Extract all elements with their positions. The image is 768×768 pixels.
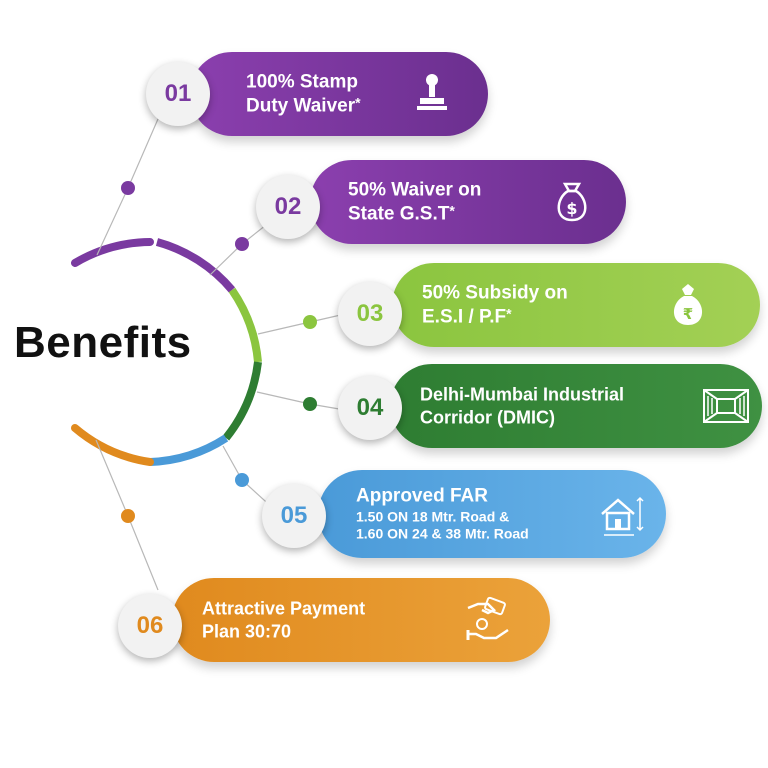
benefit-number-04: 04 [338, 376, 402, 440]
benefit-text-04: Delhi-Mumbai Industrial Corridor (DMIC) [420, 384, 624, 429]
benefit-number-text: 03 [356, 300, 384, 327]
connector-dot-3 [303, 315, 317, 329]
benefit-line2: Plan 30:70 [202, 621, 292, 641]
benefit-number-06: 06 [118, 594, 182, 658]
benefit-number-02: 02 [256, 175, 320, 239]
rupee-bag-icon: ₹ [673, 284, 703, 325]
benefit-pill-05: Approved FAR 1.50 ON 18 Mtr. Road & 1.60… [318, 470, 666, 558]
benefit-number-text: 01 [164, 80, 192, 107]
benefit-number-01: 01 [146, 62, 210, 126]
asterisk-mark: * [506, 305, 512, 321]
benefit-number-text: 02 [274, 193, 302, 220]
benefit-pill-03: 50% Subsidy on E.S.I / P.F* ₹ [392, 263, 760, 347]
benefit-number-text: 05 [280, 502, 308, 529]
benefit-text-05: Approved FAR 1.50 ON 18 Mtr. Road & 1.60… [356, 485, 529, 544]
connector-dot-6 [121, 509, 135, 523]
corridor-icon [703, 389, 749, 423]
benefit-line1: Delhi-Mumbai Industrial [420, 384, 625, 405]
benefit-text-02: 50% Waiver on State G.S.T* [348, 178, 481, 226]
asterisk-mark: * [355, 94, 361, 110]
benefit-pill-06: Attractive Payment Plan 30:70 [172, 578, 550, 662]
benefit-line1: 50% Subsidy on [422, 282, 568, 304]
benefit-line1: 50% Waiver on [348, 179, 482, 201]
benefit-text-03: 50% Subsidy on E.S.I / P.F* [422, 281, 568, 329]
benefit-pill-01: 100% Stamp Duty Waiver* [190, 52, 488, 136]
benefit-line2: E.S.I / P.F [422, 306, 507, 327]
money-bag-icon: $ [557, 182, 587, 222]
benefits-title: Benefits [14, 318, 192, 367]
benefit-line2: 1.50 ON 18 Mtr. Road & [356, 508, 510, 525]
benefit-number-text: 06 [136, 612, 164, 639]
ring-arc-blue [149, 434, 229, 466]
ring-arc-orange [71, 424, 154, 466]
house-icon [601, 496, 644, 536]
handshake-payment-icon [466, 596, 509, 640]
benefit-number-text: 04 [356, 394, 384, 421]
benefit-text-06: Attractive Payment Plan 30:70 [202, 598, 365, 643]
benefit-line1: Attractive Payment [202, 598, 366, 619]
svg-text:₹: ₹ [683, 305, 693, 323]
benefit-number-03: 03 [338, 282, 402, 346]
connector-dot-2 [235, 237, 249, 251]
connector-dot-4 [303, 397, 317, 411]
ring-arc-purple-2 [155, 238, 236, 293]
benefit-line2: Corridor (DMIC) [420, 407, 555, 427]
benefit-line1: Approved FAR [356, 485, 488, 507]
connector-dot-1 [121, 181, 135, 195]
benefit-line3: 1.60 ON 24 & 38 Mtr. Road [356, 525, 529, 542]
benefit-line2: Duty Waiver [246, 95, 356, 116]
ring-arc-lime [228, 287, 262, 363]
ring-arc-green [222, 361, 262, 441]
connector-dot-5 [235, 473, 249, 487]
asterisk-mark: * [449, 202, 455, 218]
benefit-text-01: 100% Stamp Duty Waiver* [246, 70, 361, 118]
benefit-pill-04: Delhi-Mumbai Industrial Corridor (DMIC) [390, 364, 762, 448]
benefit-number-05: 05 [262, 484, 326, 548]
benefit-line1: 100% Stamp [246, 71, 358, 93]
ring-arc-purple [71, 238, 154, 267]
svg-text:$: $ [566, 199, 577, 218]
benefit-line2: State G.S.T [348, 203, 450, 224]
benefit-pill-02: 50% Waiver on State G.S.T* $ [310, 160, 626, 244]
stamp-icon [417, 74, 447, 110]
